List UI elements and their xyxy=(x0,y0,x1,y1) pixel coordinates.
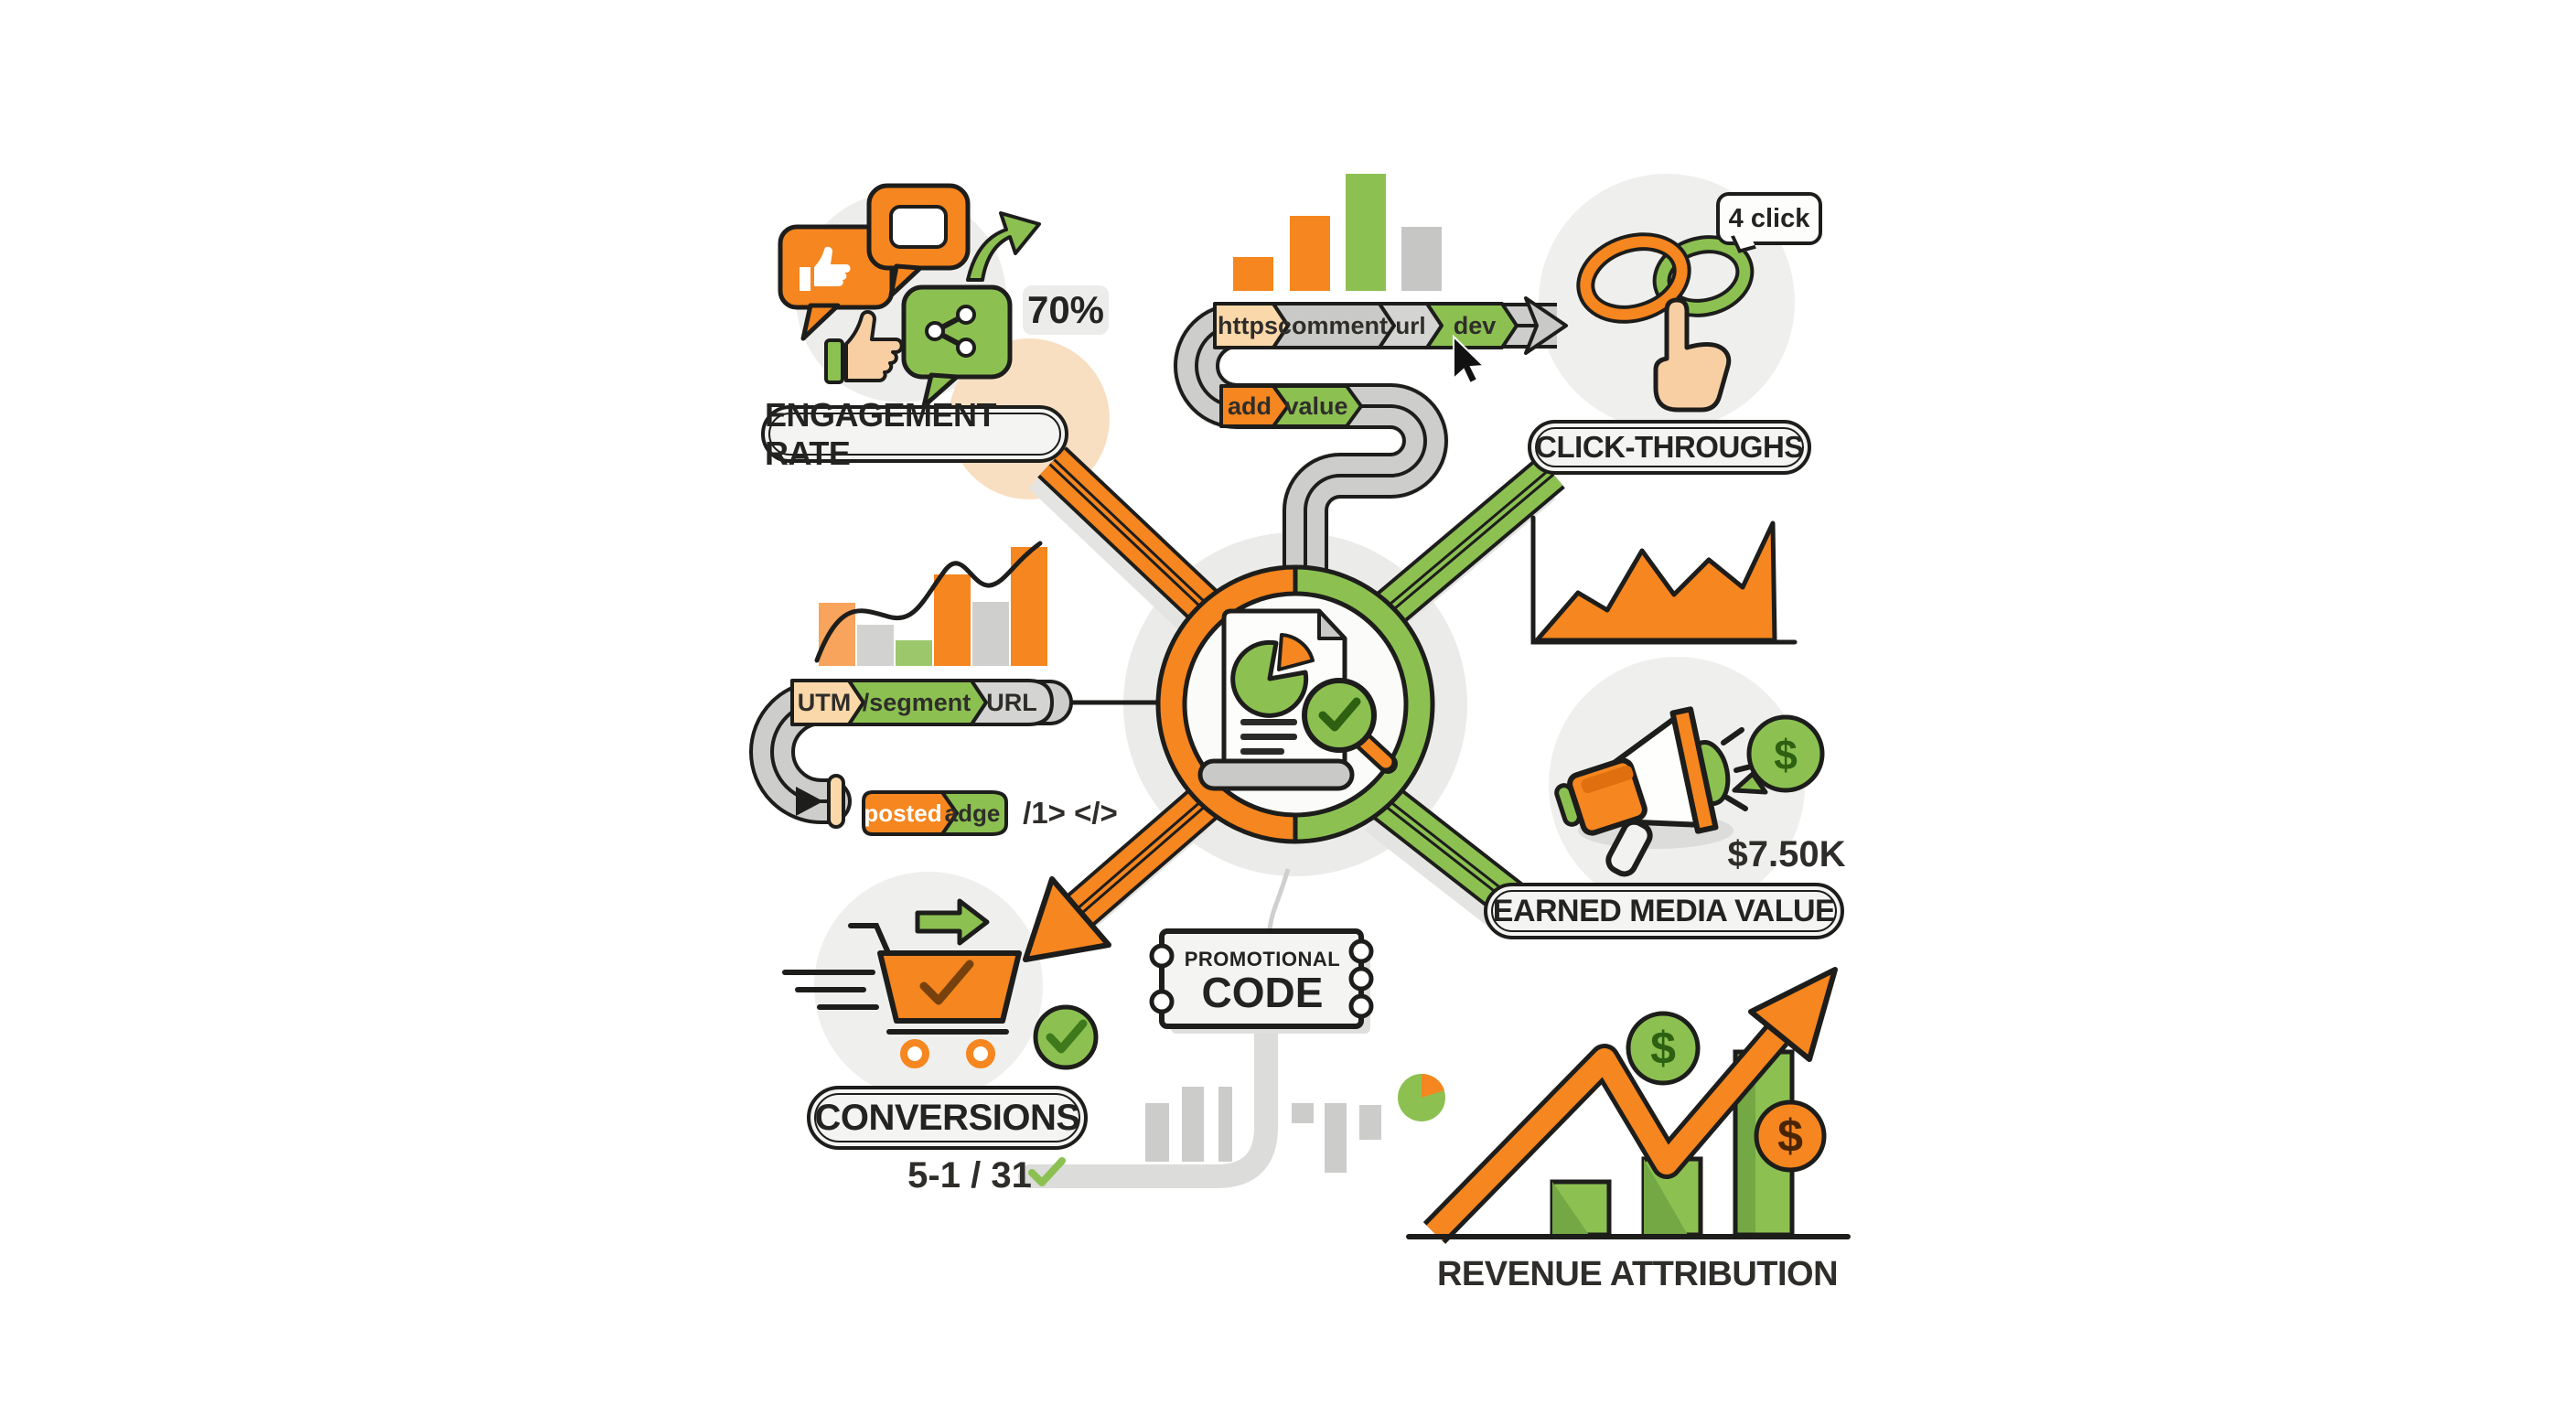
mini-bar-chart-left xyxy=(814,541,1047,666)
node-conversions: CONVERSIONS xyxy=(807,1086,1088,1150)
segment-add: add xyxy=(1227,391,1272,420)
band-engagement xyxy=(1037,446,1218,621)
badge-posted: posted xyxy=(864,799,942,827)
node-click-throughs: CLICK-THROUGHS xyxy=(1528,420,1811,475)
click-throughs-label: CLICK-THROUGHS xyxy=(1535,430,1804,464)
small-pie-icon xyxy=(1398,1073,1445,1121)
social-icons xyxy=(778,183,1041,409)
mini-bar-chart-top xyxy=(1233,174,1442,291)
chat-bubble-icon xyxy=(866,183,971,298)
share-bubble-icon xyxy=(901,284,1013,409)
revenue-attribution-label: REVENUE ATTRIBUTION xyxy=(1436,1254,1839,1293)
right-arrow-icon xyxy=(915,898,990,946)
promo-connectors xyxy=(1018,868,1291,1188)
cursor-icon xyxy=(1453,334,1487,385)
promo-line1: PROMOTIONAL xyxy=(1184,948,1341,971)
click-count-bubble: 4 click xyxy=(1716,192,1822,245)
growth-arrow-icon xyxy=(1422,967,1838,1244)
pointing-hand-icon xyxy=(1653,297,1732,413)
gray-bars xyxy=(1145,1087,1381,1173)
pie-chart-icon xyxy=(1230,639,1309,718)
check-circle-icon xyxy=(1033,1004,1099,1070)
segment-https: https xyxy=(1218,311,1278,339)
conversion-arrowhead xyxy=(1023,876,1111,962)
cart-cluster xyxy=(782,898,1099,1070)
segment-dev: dev xyxy=(1453,311,1497,339)
band-clickthroughs xyxy=(1373,456,1565,627)
conversions-label: CONVERSIONS xyxy=(814,1097,1080,1138)
promo-line2: CODE xyxy=(1201,969,1324,1016)
area-chart-icon xyxy=(1530,515,1798,645)
segment-comment: comment xyxy=(1277,311,1389,339)
speed-lines xyxy=(782,970,879,1010)
node-engagement-rate: ENGAGEMENT RATE xyxy=(761,396,1068,472)
earned-media-value-label: EARNED MEDIA VALUE xyxy=(1492,893,1836,928)
segment-url: url xyxy=(1395,311,1426,339)
earned-media-amount: $7.50K xyxy=(1727,833,1846,874)
segment-utm: UTM xyxy=(797,688,852,716)
trend-line xyxy=(814,541,1043,663)
revenue-chart: $ $ xyxy=(1406,967,1851,1244)
share-arrow-icon xyxy=(966,211,1041,282)
conversions-count: 5-1 / 31 xyxy=(907,1154,1032,1196)
link-click-icon xyxy=(1576,232,1755,413)
segment-url2: URL xyxy=(986,688,1037,716)
badge-adge: adge xyxy=(944,799,1001,827)
utm-pipe-segments xyxy=(790,679,1054,836)
svg-text:$: $ xyxy=(1650,1023,1676,1074)
band-conversions xyxy=(1023,787,1218,962)
promo-ticket-icon xyxy=(1149,928,1374,1034)
engagement-value: 70% xyxy=(1023,285,1109,335)
segment-value: value xyxy=(1284,391,1348,420)
megaphone-icon: $ xyxy=(1554,706,1825,877)
segment-segment: /segment xyxy=(862,688,971,716)
coin-green-icon: $ xyxy=(1626,1011,1701,1086)
dollar-bubble-icon: $ xyxy=(1732,714,1825,795)
central-hub xyxy=(1155,564,1435,844)
small-check-icon xyxy=(1028,1157,1066,1186)
node-earned-media-value: EARNED MEDIA VALUE xyxy=(1484,883,1844,939)
magnifier-check-icon xyxy=(1302,678,1398,774)
shopping-cart-icon xyxy=(848,923,1022,1068)
dollar-sign: $ xyxy=(1774,731,1798,778)
engagement-rate-label: ENGAGEMENT RATE xyxy=(765,395,997,472)
thumbs-up-hand-icon xyxy=(824,310,904,384)
connector-bands xyxy=(1023,446,1565,962)
svg-text:$: $ xyxy=(1777,1110,1803,1162)
url-pipe-segments xyxy=(1213,302,1519,428)
url-pipe-road xyxy=(1173,296,1568,572)
code-snippet: /1> </> xyxy=(1023,796,1118,830)
coin-orange-icon: $ xyxy=(1754,1099,1827,1173)
pipe-arrowhead xyxy=(1524,296,1568,355)
promo-code-text: PROMOTIONAL CODE xyxy=(1180,942,1345,1019)
